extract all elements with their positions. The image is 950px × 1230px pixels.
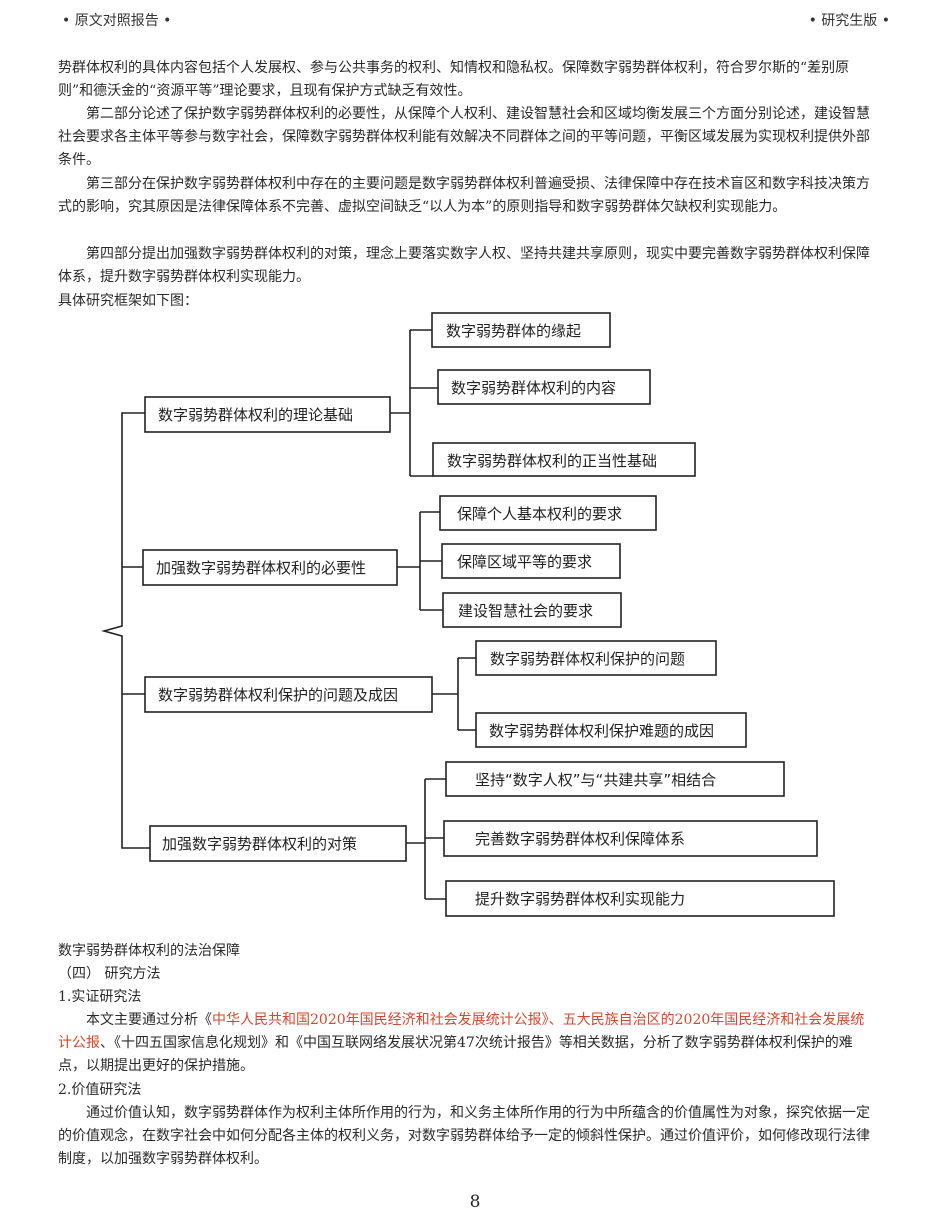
paragraph-3: 第三部分在保护数字弱势群体权利中存在的主要问题是数字弱势群体权利普遍受损、法律保… (58, 176, 870, 215)
group1-bracket (390, 329, 438, 477)
svg-text:完善数字弱势群体权利保障体系: 完善数字弱势群体权利保障体系 (475, 830, 685, 848)
header-right: • 研究生版 • (808, 13, 890, 29)
child-box-individual-rights: 保障个人基本权利的要求 (439, 495, 657, 531)
child-box-regional-equality: 保障区域平等的要求 (441, 543, 621, 579)
child-box-causes: 数字弱势群体权利保护难题的成因 (475, 712, 747, 748)
main-bracket (101, 412, 150, 849)
connector-lines (101, 329, 476, 900)
diagram-caption: 数字弱势群体权利的法治保障 (58, 943, 240, 959)
group-box-countermeasures: 加强数字弱势群体权利的对策 (149, 825, 407, 862)
svg-text:加强数字弱势群体权利的对策: 加强数字弱势群体权利的对策 (162, 835, 357, 853)
group-box-problems: 数字弱势群体权利保护的问题及成因 (144, 676, 433, 713)
section-heading: （四） 研究方法 (58, 966, 161, 982)
paragraph-4: 第四部分提出加强数字弱势群体权利的对策，理念上要落实数字人权、坚持共建共享原则，… (58, 246, 870, 285)
child-box-smart-society: 建设智慧社会的要求 (442, 592, 622, 628)
svg-text:数字弱势群体权利保护的问题: 数字弱势群体权利保护的问题 (490, 650, 685, 668)
child-box-content: 数字弱势群体权利的内容 (437, 369, 651, 405)
method2-paragraph: 通过价值认知，数字弱势群体作为权利主体所作用的行为，和义务主体所作用的行为中所蕴… (58, 1105, 870, 1167)
paragraph-1: 势群体权利的具体内容包括个人发展权、参与公共事务的权利、知情权和隐私权。保障数字… (58, 60, 850, 99)
group-box-theory: 数字弱势群体权利的理论基础 (144, 396, 391, 433)
paragraph-2: 第二部分论述了保护数字弱势群体权利的必要性，从保障个人权利、建设智慧社会和区域均… (58, 106, 870, 168)
svg-text:建设智慧社会的要求: 建设智慧社会的要求 (458, 602, 593, 620)
svg-text:数字弱势群体权利保护难题的成因: 数字弱势群体权利保护难题的成因 (489, 722, 714, 740)
group-box-necessity: 加强数字弱势群体权利的必要性 (142, 549, 398, 586)
research-framework-diagram: 数字弱势群体权利的理论基础 数字弱势群体的缘起 数字弱势群体权利的内容 数字弱势… (101, 312, 835, 917)
method1-title: 1.实证研究法 (58, 989, 142, 1005)
child-box-legitimacy: 数字弱势群体权利的正当性基础 (432, 442, 696, 477)
svg-text:数字弱势群体权利的内容: 数字弱势群体权利的内容 (451, 379, 616, 397)
svg-text:保障区域平等的要求: 保障区域平等的要求 (457, 553, 592, 571)
svg-text:提升数字弱势群体权利实现能力: 提升数字弱势群体权利实现能力 (475, 890, 685, 908)
svg-text:加强数字弱势群体权利的必要性: 加强数字弱势群体权利的必要性 (156, 559, 366, 577)
page-number: 8 (469, 1192, 481, 1212)
svg-text:数字弱势群体的缘起: 数字弱势群体的缘起 (446, 322, 581, 340)
svg-text:保障个人基本权利的要求: 保障个人基本权利的要求 (457, 505, 622, 523)
method2-title: 2.价值研究法 (58, 1082, 142, 1098)
group2-bracket (397, 511, 443, 611)
child-box-problems: 数字弱势群体权利保护的问题 (475, 640, 717, 676)
child-box-protection-system: 完善数字弱势群体权利保障体系 (443, 820, 818, 857)
group3-bracket (432, 657, 476, 731)
method1-paragraph: 本文主要通过分析《中华人民共和国2020年国民经济和社会发展统计公报》、五大民族… (58, 1012, 865, 1074)
svg-text:坚持“数字人权”与“共建共享”相结合: 坚持“数字人权”与“共建共享”相结合 (475, 771, 716, 789)
svg-text:数字弱势群体权利保护的问题及成因: 数字弱势群体权利保护的问题及成因 (158, 686, 398, 704)
child-box-origin: 数字弱势群体的缘起 (431, 312, 611, 348)
child-box-digital-human-rights: 坚持“数字人权”与“共建共享”相结合 (445, 761, 785, 797)
method1-highlight: 中华人民共和国2020年国民经济和社会发展统计公报》、五大民族自治区的2020年… (58, 1012, 865, 1051)
group4-bracket (406, 778, 446, 900)
header-left: • 原文对照报告 • (62, 13, 172, 29)
svg-text:数字弱势群体权利的理论基础: 数字弱势群体权利的理论基础 (158, 406, 353, 424)
svg-text:数字弱势群体权利的正当性基础: 数字弱势群体权利的正当性基础 (447, 452, 657, 470)
child-box-capability: 提升数字弱势群体权利实现能力 (445, 880, 835, 917)
diagram-intro: 具体研究框架如下图： (58, 293, 198, 309)
